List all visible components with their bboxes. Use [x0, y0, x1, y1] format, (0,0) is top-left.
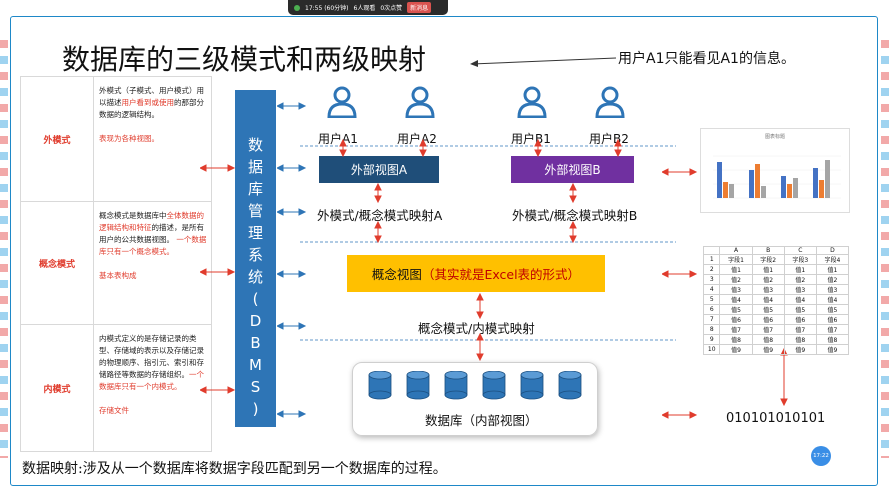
meeting-toolbar: 17:55 (60分钟) 6人观看 0次点赞 新消息 — [288, 0, 448, 15]
external-view-b: 外部视图B — [511, 156, 634, 183]
table-arrows-icon — [200, 164, 236, 394]
user-a1-icon — [327, 86, 357, 118]
database-label: 数据库（内部视图） — [425, 413, 538, 428]
right-arrows-icon — [662, 168, 698, 419]
note-text: 用户A1只能看见A1的信息。 — [618, 51, 795, 67]
chart-thumbnail: 图表标题 — [700, 128, 850, 213]
conceptual-desc: 概念模式是数据库中全体数据的逻辑结构和特征的描述，是所有用户的公共数据视图。 一… — [99, 211, 207, 280]
footer-text: 涉及从一个数据库将数据字段匹配到另一个数据库的过程。 — [82, 461, 447, 477]
left-stripe-decoration — [0, 40, 8, 458]
record-icon — [294, 4, 300, 11]
meeting-time: 17:55 (60分钟) — [305, 5, 349, 12]
table-row-external: 外模式 外模式（子模式、用户模式）用以描述用户看到或使用的那部分数据的逻辑结构。… — [21, 77, 211, 202]
mapping-b-label: 外模式/概念模式映射B — [512, 208, 638, 223]
new-message-button[interactable]: 新消息 — [407, 2, 432, 13]
user-a2-label: 用户A2 — [397, 132, 437, 146]
slide-title: 数据库的三级模式和两级映射 — [62, 43, 427, 76]
user-b1-icon — [517, 86, 547, 118]
flow-arrows-icon — [339, 138, 622, 362]
table-row-internal: 内模式 内模式定义的是存储记录的类型、存储域的表示以及存储记录的物理顺序、指引元… — [21, 325, 211, 451]
user-b2-icon — [595, 86, 625, 118]
footer-label: 数据映射: — [22, 461, 83, 477]
chart-thumbnail-title: 图表标题 — [764, 134, 785, 140]
like-count: 0次点赞 — [380, 5, 403, 12]
timestamp-badge[interactable]: 17:22 — [811, 446, 831, 466]
user-b1-label: 用户B1 — [511, 132, 551, 146]
database-box — [352, 362, 598, 436]
database-cylinders-icon — [368, 371, 582, 400]
concept-internal-mapping-label: 概念模式/内模式映射 — [418, 321, 535, 336]
chart-thumbnail-bars — [713, 155, 841, 199]
schema-table: 外模式 外模式（子模式、用户模式）用以描述用户看到或使用的那部分数据的逻辑结构。… — [20, 76, 212, 452]
conceptual-view: 概念视图（其实就是Excel表的形式） — [347, 255, 605, 292]
conceptual-label: 概念模式 — [21, 202, 94, 324]
table-row-conceptual: 概念模式 概念模式是数据库中全体数据的逻辑结构和特征的描述，是所有用户的公共数据… — [21, 202, 211, 325]
user-a1-label: 用户A1 — [318, 132, 358, 146]
mapping-a-label: 外模式/概念模式映射A — [317, 208, 443, 223]
note-arrow-icon — [470, 57, 617, 67]
slide-frame — [10, 16, 878, 486]
external-label: 外模式 — [21, 77, 94, 201]
footer-definition: 数据映射:涉及从一个数据库将数据字段匹配到另一个数据库的过程。 — [22, 458, 447, 478]
viewer-count: 6人观看 — [353, 5, 376, 12]
dbms-arrows-icon — [277, 102, 307, 418]
level-dividers — [300, 145, 676, 341]
user-a2-icon — [405, 86, 435, 118]
right-stripe-decoration — [881, 40, 889, 458]
external-view-a: 外部视图A — [319, 156, 439, 183]
binary-data-label: 010101010101 — [726, 411, 826, 426]
internal-label: 内模式 — [21, 325, 94, 451]
internal-desc: 内模式定义的是存储记录的类型、存储域的表示以及存储记录的物理顺序、指引元、索引和… — [99, 334, 204, 415]
binary-arrow-icon — [780, 348, 788, 406]
external-desc: 外模式（子模式、用户模式）用以描述用户看到或使用的那部分数据的逻辑结构。 表现为… — [99, 86, 204, 143]
